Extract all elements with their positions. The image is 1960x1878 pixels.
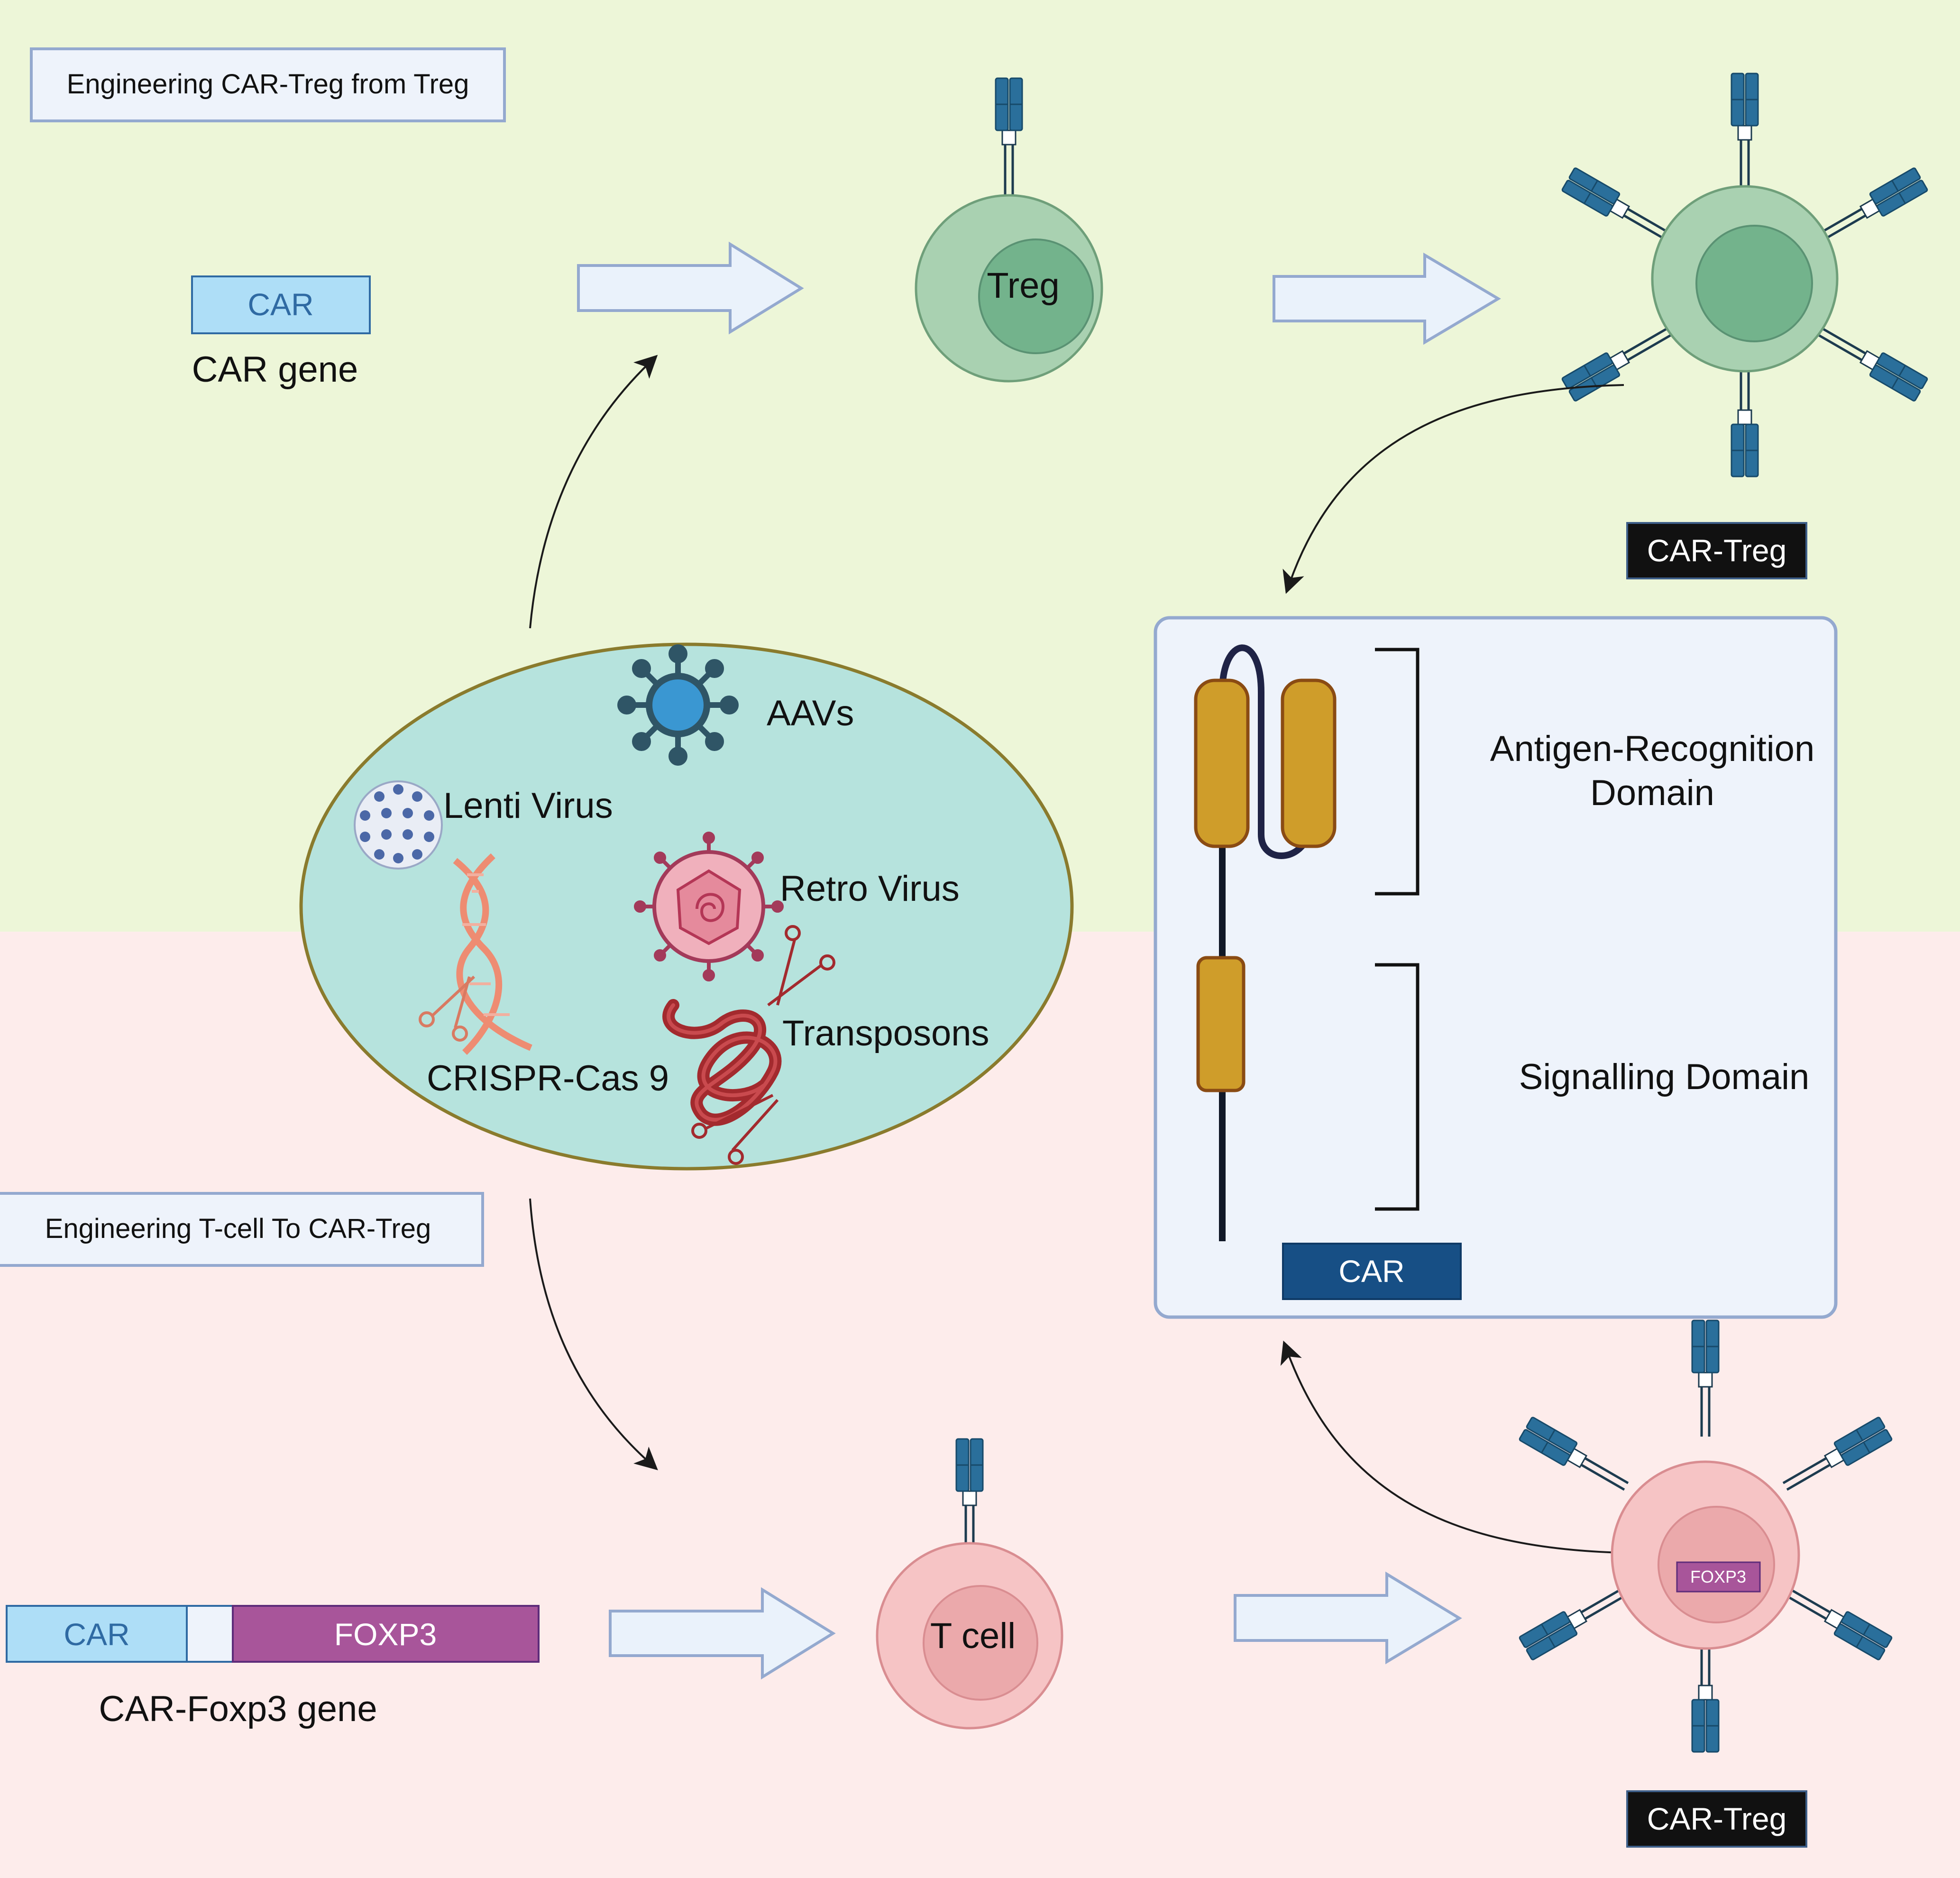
aav-label: AAVs [767,693,854,733]
bottom-section-title: Engineering T-cell To CAR-Treg [0,1192,484,1267]
curved-arrow-to-treg [529,355,658,629]
t-cell: T cell [876,1439,1063,1730]
transposons-icon [662,999,782,1126]
car-gene: CAR CAR gene [191,275,371,390]
car-linker-loop [1219,644,1312,859]
crispr-label: CRISPR-Cas 9 [427,1058,669,1099]
svg-text:CAR-Treg: CAR-Treg [1647,533,1787,568]
lenti-virus-icon [354,780,443,870]
t-cell-label: T cell [930,1616,1016,1656]
car-treg-label-top: CAR-Treg [1626,522,1807,579]
lenti-virus-label: Lenti Virus [443,786,613,826]
aav-icon [617,644,739,766]
svg-text:Engineering T-cell To CAR-Treg: Engineering T-cell To CAR-Treg [45,1213,431,1244]
car-foxp3-gene-car-label: CAR [64,1617,129,1652]
car-structure-label-box [1282,1243,1462,1300]
antigen-domain-label-line2: Domain [1590,773,1714,813]
antigen-domain-label-line1: Antigen-Recognition [1490,729,1814,769]
block-arrow-top-1 [577,241,804,335]
signalling-domain-label: Signalling Domain [1519,1057,1810,1097]
crispr-scissors-icon [419,975,476,1042]
car-foxp3-gene-label: CAR-Foxp3 gene [99,1689,377,1729]
block-arrow-top-2 [1273,252,1501,345]
antigen-domain-right [1281,678,1337,848]
treg-cell: Treg [915,78,1103,383]
car-gene-box-label: CAR [247,287,313,322]
car-treg-label-bottom: CAR-Treg [1626,1790,1807,1848]
foxp3-nucleus-label: FOXP3 [1690,1567,1746,1586]
car-treg-cell-top [1562,73,1928,476]
svg-text:Engineering CAR-Treg from Treg: Engineering CAR-Treg from Treg [67,69,469,100]
antigen-domain-left [1194,678,1250,848]
curved-arrow-to-tcell [529,1198,658,1471]
car-foxp3-gene: CAR FOXP3 CAR-Foxp3 gene [6,1605,540,1729]
curved-arrow-to-car-box-top [1282,384,1624,594]
signalling-bracket [1375,963,1420,1211]
car-structure-label: CAR [1338,1254,1404,1289]
antigen-bracket [1375,648,1420,896]
curved-arrow-to-car-box-bottom [1280,1340,1622,1554]
transposon-scissors-icon-bottom [691,1094,779,1165]
car-structure-panel: Antigen-Recognition Domain Signalling Do… [1154,616,1838,1319]
retro-virus-icon [634,832,784,981]
car-treg-cell-bottom: FOXP3 [1519,1320,1892,1752]
car-gene-label: CAR gene [192,349,358,390]
dna-helix-icon [453,853,532,1055]
svg-text:CAR-Treg: CAR-Treg [1647,1801,1787,1836]
top-section-title: Engineering CAR-Treg from Treg [30,47,506,122]
retro-virus-label: Retro Virus [780,869,960,909]
treg-label: Treg [987,266,1059,306]
foxp3-nucleus-box [1676,1561,1761,1593]
transposon-scissors-icon-top [767,925,835,1007]
car-foxp3-gene-foxp3-label: FOXP3 [334,1617,437,1652]
block-arrow-bottom-1 [609,1587,836,1680]
block-arrow-bottom-2 [1234,1571,1462,1665]
transposons-label: Transposons [782,1013,989,1054]
signalling-domain [1196,956,1246,1092]
